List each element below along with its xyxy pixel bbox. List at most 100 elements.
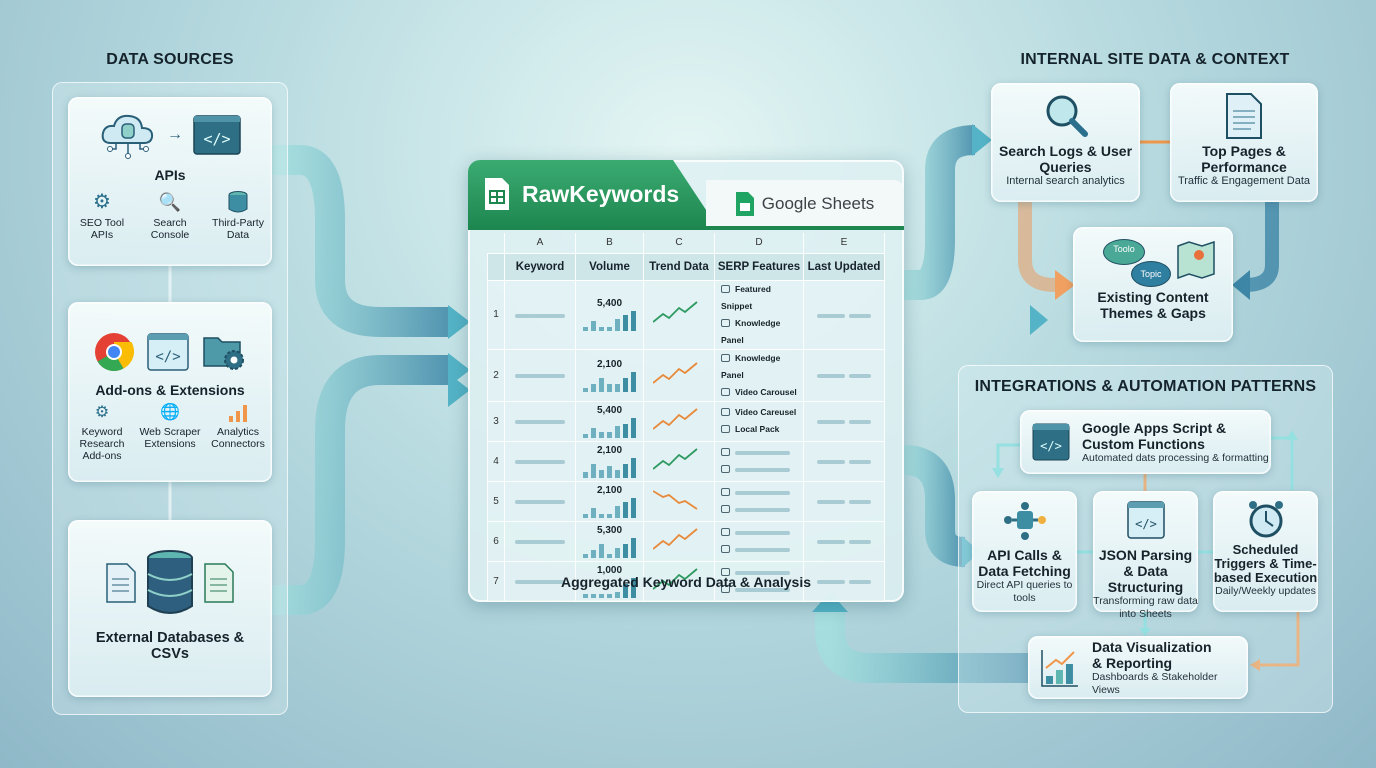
column-header[interactable]: Last Updated <box>803 252 885 281</box>
row-number[interactable]: 5 <box>487 480 505 522</box>
volume-bar <box>598 327 604 331</box>
volume-bar <box>598 513 604 518</box>
placeholder-line <box>817 374 846 378</box>
column-letter[interactable]: D <box>714 233 804 253</box>
column-letter[interactable]: A <box>504 233 576 253</box>
table-row[interactable]: 5 2,100 <box>487 480 885 522</box>
row-number[interactable]: 2 <box>487 348 505 402</box>
volume-cell[interactable]: 5,400 <box>575 279 644 350</box>
placeholder-line <box>735 468 790 472</box>
card-title: Google Apps Script & Custom Functions <box>1082 419 1227 452</box>
table-row[interactable]: 7 1,000 <box>487 560 885 602</box>
serp-cell[interactable] <box>714 480 804 522</box>
volume-cell[interactable]: 2,100 <box>575 480 644 522</box>
last-updated-cell[interactable] <box>803 480 885 522</box>
keyword-cell[interactable] <box>504 480 576 522</box>
volume-bar <box>582 593 588 598</box>
last-updated-cell[interactable] <box>803 348 885 402</box>
volume-bar <box>614 547 620 558</box>
keyword-cell[interactable] <box>504 279 576 350</box>
column-letter[interactable]: B <box>575 233 644 253</box>
card-desc: Direct API queries to tools <box>976 579 1073 604</box>
trend-cell[interactable] <box>643 279 715 350</box>
volume-bar <box>590 549 596 558</box>
map-icon <box>1177 241 1215 279</box>
row-number[interactable]: 6 <box>487 520 505 562</box>
app-name: Google Sheets <box>761 194 875 213</box>
column-header[interactable]: SERP Features <box>714 252 804 281</box>
volume-bar <box>622 583 628 598</box>
volume-cell[interactable]: 5,400 <box>575 400 644 442</box>
table-row[interactable]: 4 2,100 <box>487 440 885 482</box>
trend-cell[interactable] <box>643 480 715 522</box>
trend-cell[interactable] <box>643 400 715 442</box>
volume-bar <box>614 591 620 598</box>
integrations-title: INTEGRATIONS & AUTOMATION PATTERNS <box>974 378 1317 395</box>
row-number[interactable]: 4 <box>487 440 505 482</box>
serp-cell[interactable] <box>714 440 804 482</box>
last-updated-cell[interactable] <box>803 560 885 602</box>
placeholder-line <box>817 540 846 544</box>
volume-bar <box>606 513 612 518</box>
column-letter[interactable]: E <box>803 233 885 253</box>
volume-sparkbars <box>582 417 636 438</box>
trend-cell[interactable] <box>643 348 715 402</box>
serp-icon <box>721 408 730 416</box>
column-header[interactable]: Keyword <box>504 252 576 281</box>
volume-bar <box>582 471 588 478</box>
svg-text:</>: </> <box>203 130 230 148</box>
column-header[interactable]: Volume <box>575 252 644 281</box>
sheet-name-tab[interactable]: RawKeywords <box>468 160 718 228</box>
volume-bar <box>614 383 620 392</box>
column-letter[interactable]: C <box>643 233 715 253</box>
keyword-cell[interactable] <box>504 520 576 562</box>
row-number[interactable]: 1 <box>487 279 505 350</box>
bubble: Toolo <box>1103 239 1145 265</box>
serp-cell[interactable] <box>714 520 804 562</box>
column-header[interactable]: Trend Data <box>643 252 715 281</box>
trend-line <box>652 301 698 323</box>
serp-cell[interactable] <box>714 560 804 602</box>
trend-sparkline <box>652 301 698 323</box>
api-connector-icon <box>1003 502 1046 540</box>
serp-icon <box>721 425 730 433</box>
volume-bar <box>622 501 628 518</box>
serp-icon <box>721 545 730 553</box>
placeholder-line <box>848 420 871 424</box>
volume-bar <box>614 505 620 518</box>
keyword-cell[interactable] <box>504 560 576 602</box>
serp-icon <box>721 465 730 473</box>
keyword-cell[interactable] <box>504 348 576 402</box>
row-number[interactable]: 3 <box>487 400 505 442</box>
volume-value: 2,100 <box>596 444 623 456</box>
keyword-cell[interactable] <box>504 440 576 482</box>
volume-cell[interactable]: 2,100 <box>575 348 644 402</box>
serp-icon <box>721 448 730 456</box>
volume-cell[interactable]: 1,000 <box>575 560 644 602</box>
volume-cell[interactable]: 2,100 <box>575 440 644 482</box>
volume-bar <box>582 433 588 438</box>
table-row[interactable]: 6 5,300 <box>487 520 885 562</box>
trend-cell[interactable] <box>643 440 715 482</box>
last-updated-cell[interactable] <box>803 279 885 350</box>
keyword-cell[interactable] <box>504 400 576 442</box>
last-updated-cell[interactable] <box>803 440 885 482</box>
card-desc: Dashboards & Stakeholder Views <box>1091 670 1218 696</box>
last-updated-cell[interactable] <box>803 520 885 562</box>
placeholder-line <box>515 420 565 424</box>
last-updated-cell[interactable] <box>803 400 885 442</box>
volume-bar <box>590 507 596 518</box>
volume-cell[interactable]: 5,300 <box>575 520 644 562</box>
volume-bar <box>622 543 628 558</box>
volume-bar <box>622 423 628 438</box>
trend-cell[interactable] <box>643 520 715 562</box>
placeholder-line <box>848 313 871 318</box>
